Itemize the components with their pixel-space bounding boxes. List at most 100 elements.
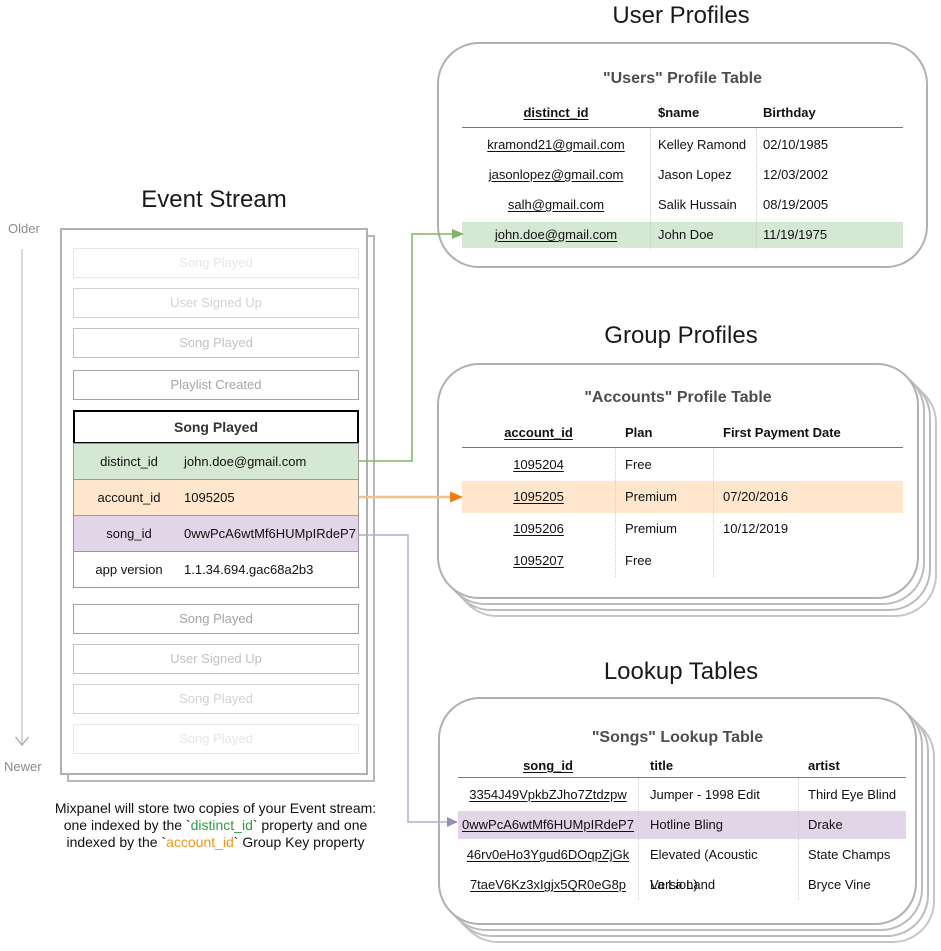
event-stream-title: Event Stream: [141, 186, 287, 213]
table-cell: kramond21@gmail.com: [487, 137, 625, 152]
property-key: app version: [95, 562, 163, 577]
caption-account-id-token: account_id: [166, 834, 234, 850]
property-key: song_id: [106, 526, 152, 541]
table-cell: La La Land: [650, 877, 716, 892]
column-header: title: [650, 758, 674, 773]
column-separator: [638, 778, 639, 900]
table-cell: Hotline Bling: [650, 817, 723, 832]
property-key: distinct_id: [100, 454, 158, 469]
table-cell: Kelley Ramond: [658, 137, 747, 152]
user-profiles-title: User Profiles: [612, 2, 750, 29]
event-box-faded: User Signed Up: [73, 644, 359, 674]
caption-distinct-id-token: distinct_id: [190, 817, 253, 833]
timeline-arrowhead-icon: [14, 736, 30, 747]
event-box-faded: Song Played: [73, 604, 359, 634]
table-row-highlighted: john.doe@gmail.com John Doe 11/19/1975: [462, 220, 903, 250]
event-property-row-app-version: app version 1.1.34.694.gac68a2b3: [73, 551, 359, 588]
column-header: Birthday: [763, 105, 816, 120]
event-box-faded: Song Played: [73, 248, 359, 278]
event-property-row-song-id: song_id 0wwPcA6wtMf6HUMpIRdeP7: [73, 515, 359, 552]
table-cell: Third Eye Blind: [808, 787, 897, 802]
event-property-row-distinct-id: distinct_id john.doe@gmail.com: [73, 443, 359, 480]
column-separator: [650, 128, 651, 250]
column-separator: [756, 128, 757, 250]
table-row: 1095206 Premium 10/12/2019: [462, 513, 903, 545]
table-row: 1095204 Free: [462, 449, 903, 481]
table-row: kramond21@gmail.com Kelley Ramond 02/10/…: [462, 130, 903, 160]
caption: Mixpanel will store two copies of your E…: [18, 800, 413, 851]
table-cell: [713, 545, 903, 577]
table-row: 46rv0eHo3Ygud6DOqpZjGk Elevated (Acousti…: [458, 840, 906, 892]
column-separator: [798, 778, 799, 900]
property-value: 0wwPcA6wtMf6HUMpIRdeP7: [184, 526, 356, 541]
event-detail-header: Song Played: [73, 410, 359, 444]
table-cell: Bryce Vine: [808, 877, 871, 892]
accounts-table-header: account_id Plan First Payment Date: [462, 420, 903, 446]
event-box-faded: Song Played: [73, 724, 359, 754]
table-cell: 3354J49VpkbZJho7Ztdzpw: [469, 787, 627, 802]
songs-table-header: song_id title artist: [458, 753, 906, 779]
event-box-faded: Song Played: [73, 684, 359, 714]
table-cell: 11/19/1975: [763, 227, 828, 242]
table-cell: 12/03/2002: [763, 167, 829, 182]
accounts-header-rule: [462, 447, 903, 448]
table-cell: 1095207: [513, 553, 564, 568]
table-cell: Premium: [625, 489, 678, 504]
table-cell: 0wwPcA6wtMf6HUMpIRdeP7: [462, 817, 634, 832]
column-header: song_id: [523, 758, 573, 773]
column-header: artist: [808, 758, 840, 773]
table-cell: john.doe@gmail.com: [494, 227, 618, 242]
event-property-row-account-id: account_id 1095205: [73, 479, 359, 516]
table-cell: salh@gmail.com: [507, 197, 605, 212]
event-box-faded: User Signed Up: [73, 288, 359, 318]
users-card-title: "Users" Profile Table: [603, 70, 762, 87]
event-box-faded: Playlist Created: [73, 370, 359, 400]
caption-line-2: one indexed by the `distinct_id` propert…: [63, 817, 368, 833]
table-row: 1095207 Free: [462, 545, 903, 577]
accounts-card-title: "Accounts" Profile Table: [584, 389, 772, 406]
caption-line-1: Mixpanel will store two copies of your E…: [54, 800, 377, 816]
table-cell: 08/19/2005: [763, 197, 829, 212]
lookup-tables-title: Lookup Tables: [603, 658, 759, 685]
table-cell: State Champs: [808, 847, 891, 862]
table-row: salh@gmail.com Salik Hussain 08/19/2005: [462, 190, 903, 220]
property-value: 1.1.34.694.gac68a2b3: [184, 562, 314, 577]
column-header: account_id: [504, 425, 573, 440]
songs-header-rule: [458, 777, 906, 778]
table-cell: Free: [625, 553, 652, 568]
table-cell: Elevated (Acoustic Version): [650, 847, 758, 892]
songs-card-title: "Songs" Lookup Table: [591, 729, 764, 746]
table-cell: 1095206: [513, 521, 564, 536]
column-header: distinct_id: [523, 105, 589, 120]
column-header: $name: [658, 105, 700, 120]
event-box-faded: Song Played: [73, 328, 359, 358]
table-cell: John Doe: [658, 227, 714, 242]
table-row: 7taeV6Kz3xIgjx5QR0eG8p La La Land Bryce …: [458, 870, 906, 900]
column-header: First Payment Date: [723, 425, 841, 440]
table-cell: 02/10/1985: [763, 137, 829, 152]
older-label: Older: [8, 221, 40, 236]
newer-label: Newer: [4, 759, 42, 774]
table-row-highlighted: 1095205 Premium 07/20/2016: [462, 481, 903, 513]
table-row-highlighted: 0wwPcA6wtMf6HUMpIRdeP7 Hotline Bling Dra…: [458, 810, 906, 840]
table-cell: jasonlopez@gmail.com: [488, 167, 624, 182]
table-cell: 1095205: [513, 489, 564, 504]
table-row: 3354J49VpkbZJho7Ztdzpw Jumper - 1998 Edi…: [458, 780, 906, 810]
table-cell: Drake: [808, 817, 843, 832]
table-cell: [713, 449, 903, 481]
users-header-rule: [462, 127, 903, 128]
table-cell: Free: [625, 457, 652, 472]
table-cell: Salik Hussain: [658, 197, 737, 212]
table-cell: Jason Lopez: [658, 167, 732, 182]
column-separator: [615, 448, 616, 577]
column-separator: [713, 448, 714, 577]
table-cell: 1095204: [513, 457, 564, 472]
table-cell: Premium: [625, 521, 678, 536]
table-cell: 10/12/2019: [723, 521, 789, 536]
table-row: jasonlopez@gmail.com Jason Lopez 12/03/2…: [462, 160, 903, 190]
table-cell: Jumper - 1998 Edit: [650, 787, 760, 802]
caption-line-3: indexed by the `account_id` Group Key pr…: [66, 834, 365, 850]
users-table-header: distinct_id $name Birthday: [462, 100, 903, 126]
group-profiles-title: Group Profiles: [604, 322, 758, 349]
